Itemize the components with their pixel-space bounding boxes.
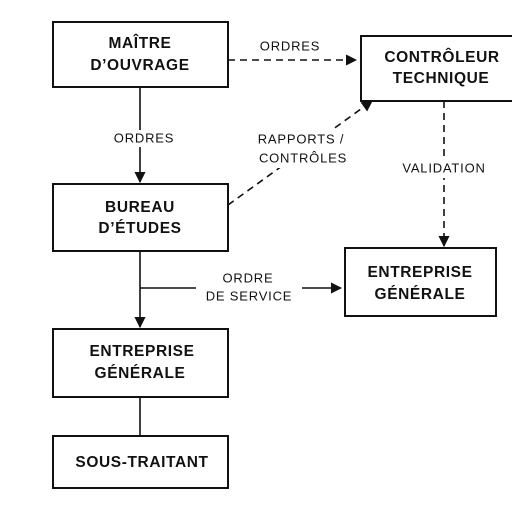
- label-validation: VALIDATION: [390, 160, 498, 178]
- node-maitre-ouvrage-line-1: MAÎTRE: [108, 34, 171, 52]
- node-eg-left-line-2: GÉNÉRALE: [95, 365, 186, 382]
- node-eg-right-line-1: ENTREPRISE: [367, 264, 472, 281]
- label-ordre-line-1: ORDRE: [223, 270, 274, 285]
- label-ordres-top: ORDRES: [250, 38, 330, 55]
- node-bureau-line-1: BUREAU: [105, 199, 175, 216]
- label-ordres-left: ORDRES: [104, 130, 176, 147]
- node-maitre-ouvrage: MAÎTRE D’OUVRAGE: [52, 21, 229, 88]
- node-controleur-line-2: TECHNIQUE: [393, 70, 490, 87]
- label-rapports-controles: RAPPORTS / CONTRÔLES: [246, 130, 356, 168]
- label-ordres-top-line-1: ORDRES: [260, 38, 320, 53]
- node-bureau-etudes: BUREAU D’ÉTUDES: [52, 183, 229, 252]
- label-ordre-de-service: ORDRE DE SERVICE: [196, 270, 302, 306]
- node-controleur-technique: CONTRÔLEUR TECHNIQUE: [360, 35, 512, 102]
- label-validation-line-1: VALIDATION: [402, 160, 485, 175]
- label-ordres-left-line-1: ORDRES: [114, 130, 174, 145]
- node-controleur-line-1: CONTRÔLEUR: [384, 48, 499, 66]
- node-sous-traitant-line-1: SOUS-TRAITANT: [75, 454, 208, 471]
- label-rapports-line-1: RAPPORTS /: [258, 131, 345, 146]
- node-eg-left-line-1: ENTREPRISE: [89, 343, 194, 360]
- node-eg-right-line-2: GÉNÉRALE: [375, 286, 466, 303]
- label-ordre-line-2: DE SERVICE: [206, 288, 293, 303]
- node-entreprise-generale-left: ENTREPRISE GÉNÉRALE: [52, 328, 229, 398]
- nodes-layer: MAÎTRE D’OUVRAGE CONTRÔLEUR TECHNIQUE BU…: [52, 21, 512, 489]
- node-sous-traitant: SOUS-TRAITANT: [52, 435, 229, 489]
- label-rapports-line-2: CONTRÔLES: [259, 150, 347, 165]
- edge-labels-layer: ORDRES ORDRES RAPPORTS / CONTRÔLES VALID…: [104, 38, 498, 306]
- node-entreprise-generale-right: ENTREPRISE GÉNÉRALE: [344, 247, 497, 317]
- node-maitre-ouvrage-line-2: D’OUVRAGE: [90, 57, 189, 74]
- node-bureau-line-2: D’ÉTUDES: [98, 220, 181, 237]
